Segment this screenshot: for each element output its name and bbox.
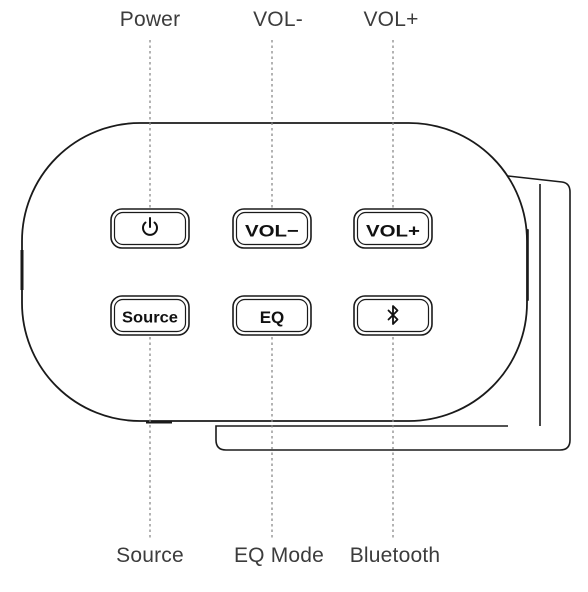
vol-minus-button[interactable]: VOL− [232,208,312,249]
eq-mode-callout: EQ Mode [233,544,325,567]
bluetooth-icon [387,305,399,325]
vol-minus-button-label: VOL− [245,222,299,241]
vol-minus-callout: VOL- [253,8,303,31]
power-button[interactable] [110,208,190,249]
bluetooth-button[interactable] [353,295,433,336]
source-callout: Source [116,544,184,567]
source-button-label: Source [122,310,178,327]
leader-lines [149,40,394,538]
eq-button[interactable]: EQ [232,295,312,336]
eq-button-label: EQ [260,308,285,327]
vol-plus-button-label: VOL+ [366,222,420,241]
bluetooth-callout: Bluetooth [349,544,441,567]
power-icon [142,217,158,236]
power-callout: Power [119,8,181,31]
source-button[interactable]: Source [110,295,190,336]
device-body [21,122,528,422]
vol-plus-callout: VOL+ [363,8,419,31]
vol-plus-button[interactable]: VOL+ [353,208,433,249]
